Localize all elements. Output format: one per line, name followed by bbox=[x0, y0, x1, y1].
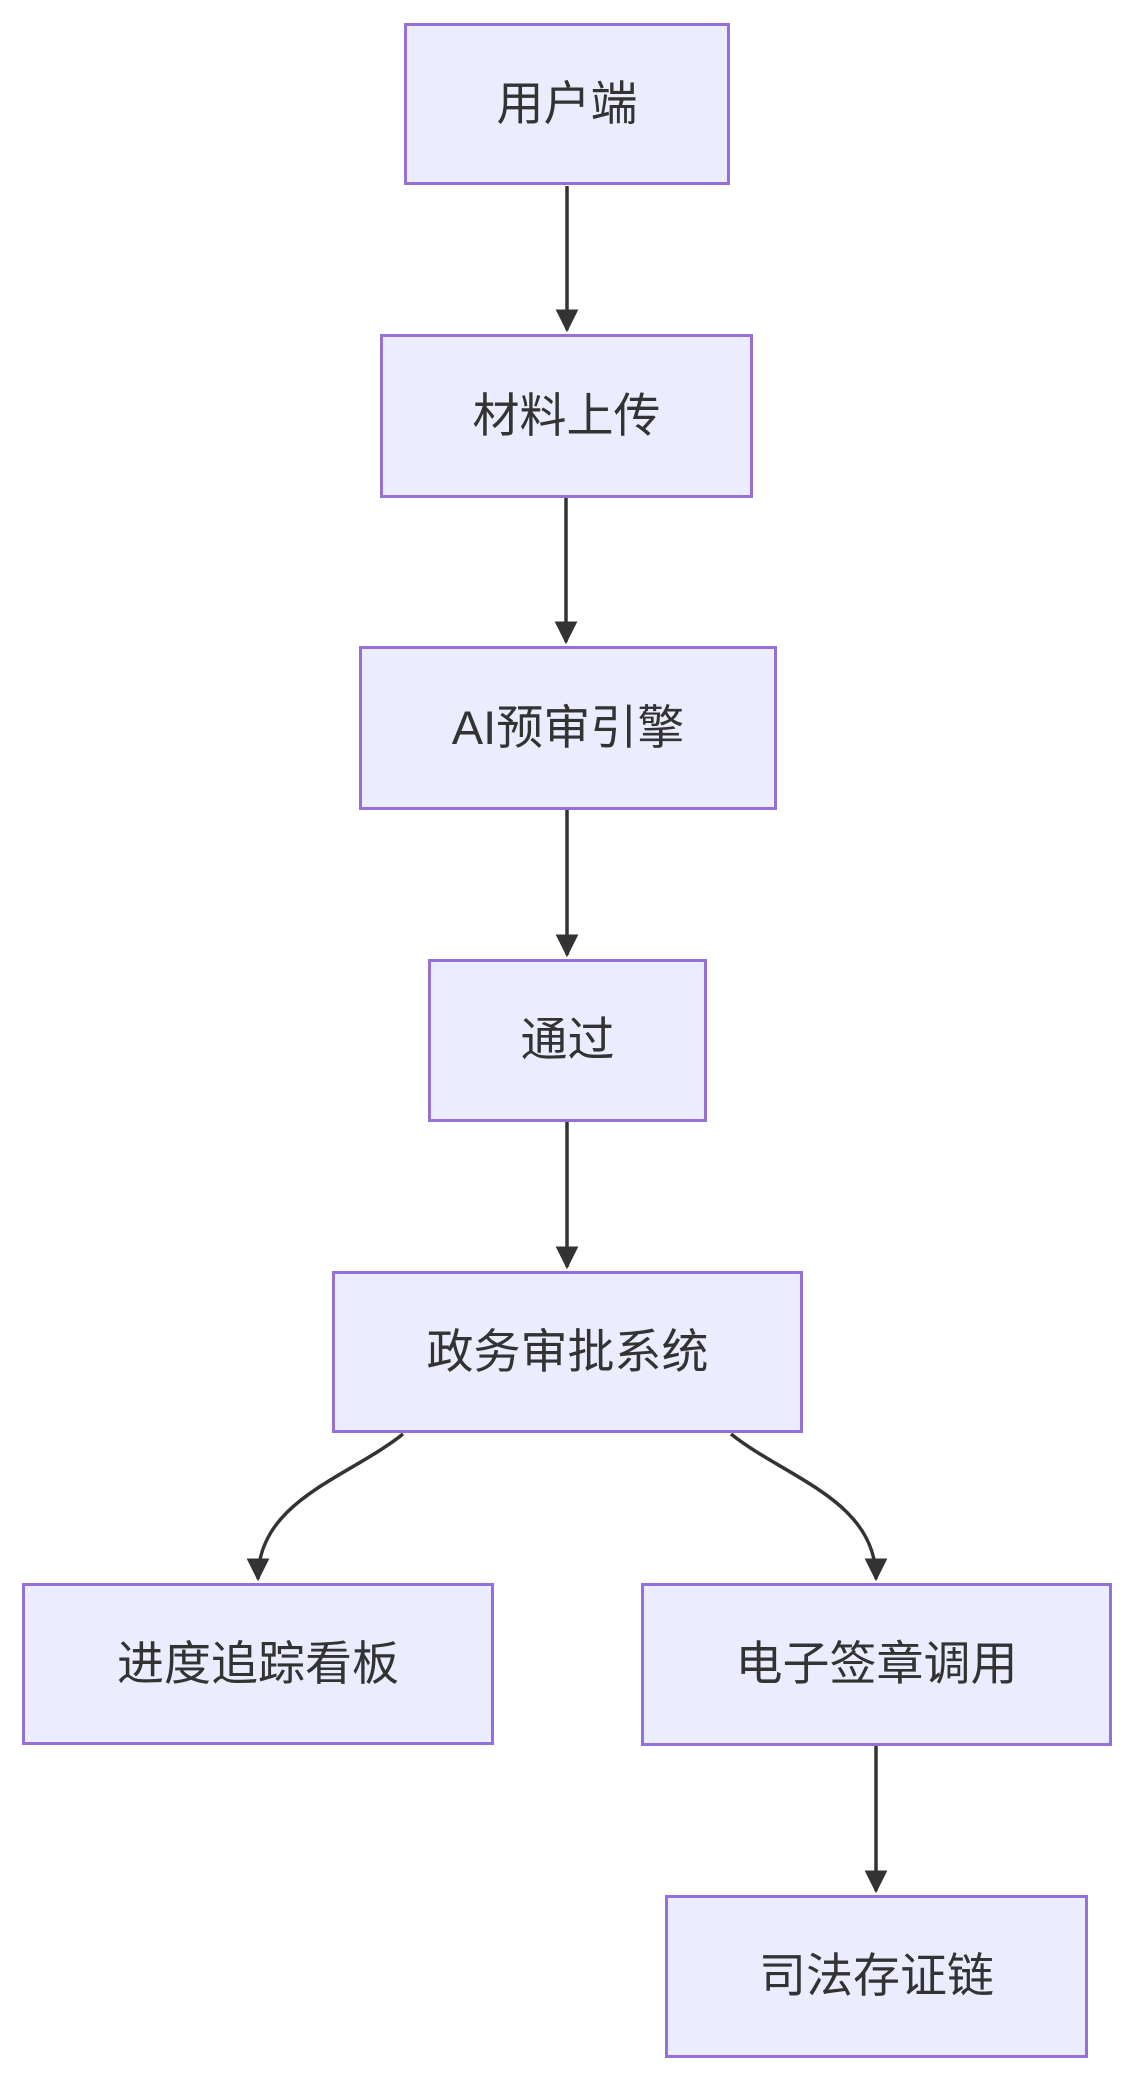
node-progress-board-label: 进度追踪看板 bbox=[117, 1636, 399, 1690]
node-material-upload: 材料上传 bbox=[380, 334, 753, 498]
node-esignature-call-label: 电子签章调用 bbox=[735, 1637, 1018, 1691]
node-user-client-label: 用户端 bbox=[496, 76, 638, 130]
node-user-client: 用户端 bbox=[404, 23, 730, 185]
node-progress-board: 进度追踪看板 bbox=[22, 1583, 494, 1745]
node-judicial-chain-label: 司法存证链 bbox=[759, 1949, 994, 2003]
node-ai-review-engine-label: AI预审引擎 bbox=[451, 700, 685, 754]
node-material-upload-label: 材料上传 bbox=[472, 388, 661, 442]
node-judicial-chain: 司法存证链 bbox=[665, 1895, 1088, 2058]
node-ai-review-engine: AI预审引擎 bbox=[359, 646, 777, 810]
node-esignature-call: 电子签章调用 bbox=[641, 1583, 1112, 1746]
node-pass-label: 通过 bbox=[520, 1013, 615, 1067]
edge-gov-approval-to-progress-board bbox=[246, 1432, 405, 1582]
node-gov-approval: 政务审批系统 bbox=[332, 1271, 803, 1433]
edge-gov-approval-to-esignature-call bbox=[729, 1432, 888, 1582]
node-pass: 通过 bbox=[428, 959, 707, 1122]
node-gov-approval-label: 政务审批系统 bbox=[426, 1324, 709, 1378]
